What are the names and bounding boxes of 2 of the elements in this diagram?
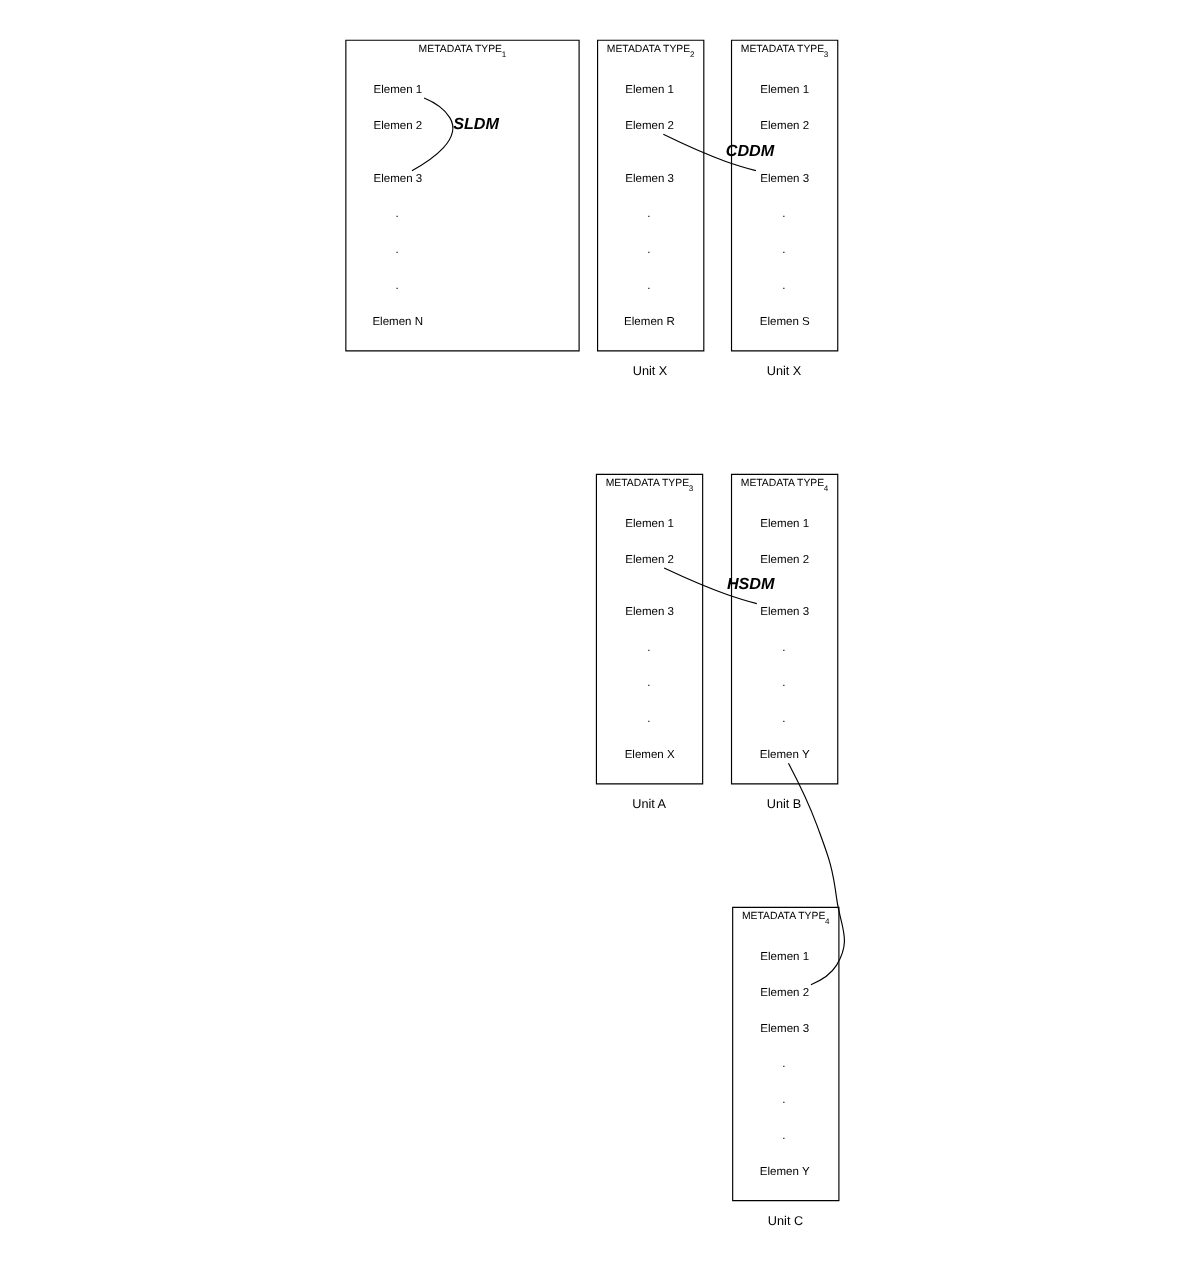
connector bbox=[411, 97, 454, 172]
connector bbox=[787, 762, 845, 986]
